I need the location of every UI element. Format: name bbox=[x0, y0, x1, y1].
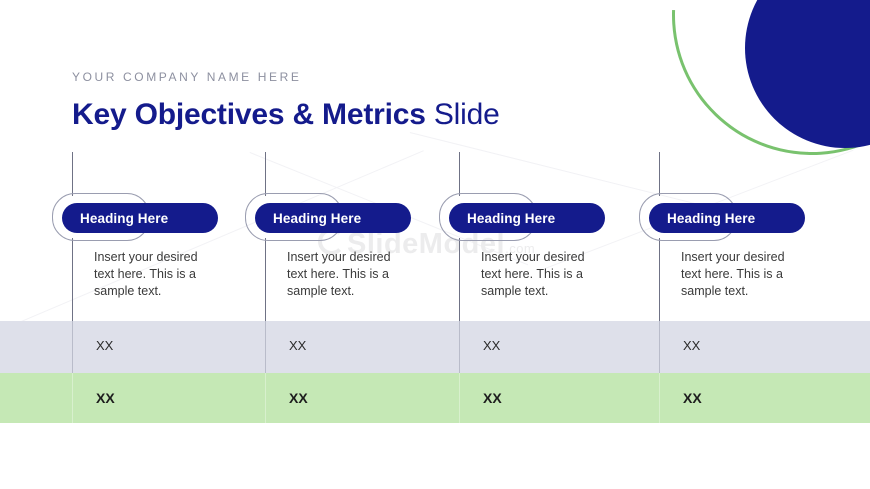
body-text-1: Insert your desired text here. This is a… bbox=[94, 250, 198, 298]
body-text-2: Insert your desired text here. This is a… bbox=[287, 250, 391, 298]
objective-column-2: Heading Here Insert your desired text he… bbox=[193, 0, 411, 489]
metric-value-row2-col3: XX bbox=[483, 390, 502, 406]
connector-line-top bbox=[265, 152, 266, 196]
objective-column-1: Heading Here Insert your desired text he… bbox=[0, 0, 218, 489]
body-text-4: Insert your desired text here. This is a… bbox=[681, 250, 785, 298]
heading-pill-3[interactable]: Heading Here bbox=[449, 203, 605, 233]
watermark-tld: .com bbox=[505, 241, 536, 256]
connector-line-middle bbox=[659, 238, 660, 321]
heading-pill-label: Heading Here bbox=[273, 210, 362, 226]
objective-column-3: Heading Here Insert your desired text he… bbox=[387, 0, 605, 489]
connector-line-lavender bbox=[459, 321, 460, 373]
page-title-light: Slide bbox=[433, 98, 500, 131]
connector-line-middle bbox=[265, 238, 266, 321]
heading-pill-label: Heading Here bbox=[80, 210, 169, 226]
heading-pill-label: Heading Here bbox=[667, 210, 756, 226]
connector-line-middle bbox=[72, 238, 73, 321]
connector-line-top bbox=[459, 152, 460, 196]
connector-line-top bbox=[659, 152, 660, 196]
connector-line-green bbox=[659, 373, 660, 423]
connector-line-lavender bbox=[72, 321, 73, 373]
connector-line-green bbox=[265, 373, 266, 423]
heading-pill-label: Heading Here bbox=[467, 210, 556, 226]
body-text-3: Insert your desired text here. This is a… bbox=[481, 250, 585, 298]
connector-line-lavender bbox=[265, 321, 266, 373]
heading-pill-2[interactable]: Heading Here bbox=[255, 203, 411, 233]
metric-value-row2-col2: XX bbox=[289, 390, 308, 406]
connector-line-middle bbox=[459, 238, 460, 321]
connector-line-green bbox=[72, 373, 73, 423]
watermark-name: SlideModel bbox=[347, 228, 506, 260]
heading-pill-4[interactable]: Heading Here bbox=[649, 203, 805, 233]
slidemodel-watermark: SlideModel.com bbox=[318, 228, 535, 261]
page-title-strong: Key Objectives & Metrics bbox=[72, 98, 426, 131]
company-name-label: YOUR COMPANY NAME HERE bbox=[72, 70, 302, 84]
metrics-row-green bbox=[0, 373, 870, 423]
metric-value-row2-col4: XX bbox=[683, 390, 702, 406]
heading-pill-1[interactable]: Heading Here bbox=[62, 203, 218, 233]
metric-value-row1-col4: XX bbox=[683, 338, 701, 353]
metric-value-row1-col3: XX bbox=[483, 338, 501, 353]
connector-line-top bbox=[72, 152, 73, 196]
page-title: Key Objectives & Metrics Slide bbox=[72, 98, 500, 132]
metric-value-row1-col1: XX bbox=[96, 338, 114, 353]
metric-value-row2-col1: XX bbox=[96, 390, 115, 406]
metrics-row-lavender bbox=[0, 321, 870, 373]
metric-value-row1-col2: XX bbox=[289, 338, 307, 353]
connector-line-lavender bbox=[659, 321, 660, 373]
connector-line-green bbox=[459, 373, 460, 423]
objective-column-4: Heading Here Insert your desired text he… bbox=[587, 0, 805, 489]
